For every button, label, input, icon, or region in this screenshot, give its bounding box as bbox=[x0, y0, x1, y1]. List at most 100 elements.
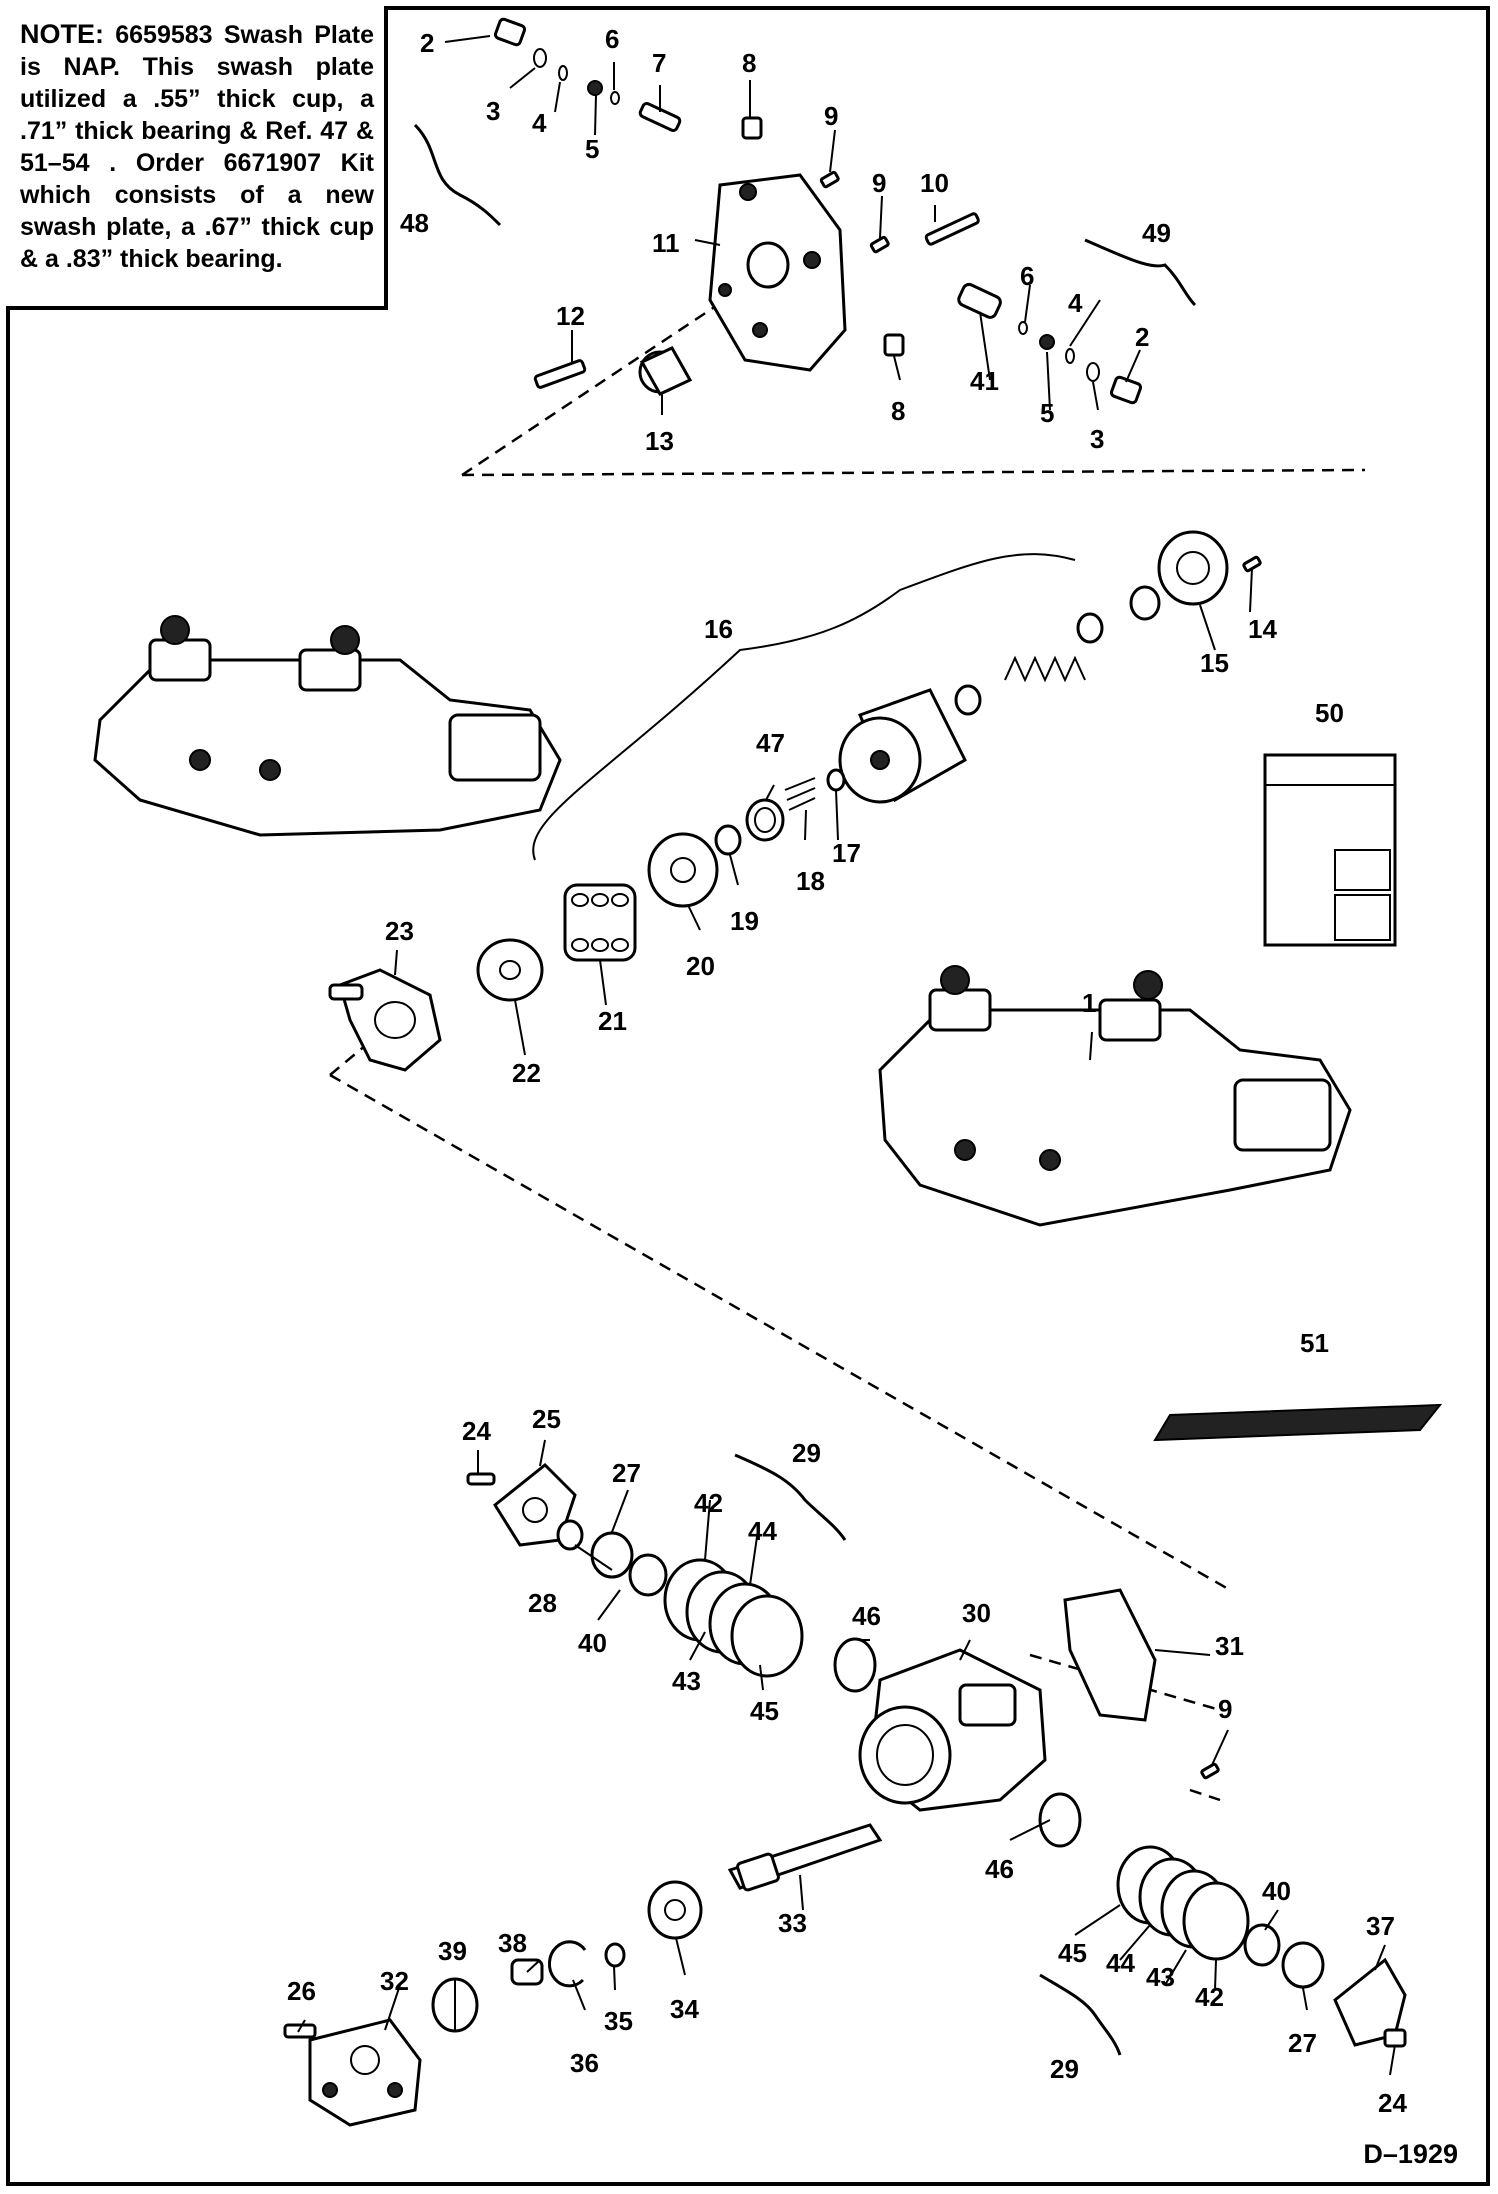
callout-7: 7 bbox=[652, 48, 666, 78]
spring-and-washers bbox=[954, 585, 1161, 716]
callout-24-b: 24 bbox=[1378, 2088, 1407, 2118]
callout-35: 35 bbox=[604, 2006, 633, 2036]
charge-pump-cover bbox=[708, 173, 847, 372]
callout-1: 1 bbox=[1082, 988, 1096, 1018]
callout-49: 49 bbox=[1142, 218, 1171, 248]
gasket bbox=[1063, 1588, 1157, 1722]
callout-21: 21 bbox=[598, 1006, 627, 1036]
callout-43-b: 43 bbox=[1146, 1962, 1175, 1992]
callout-50: 50 bbox=[1315, 698, 1344, 728]
callout-labels: 2 3 4 5 6 7 8 9 9 10 11 12 13 8 41 5 3 2… bbox=[287, 24, 1407, 2118]
callout-44: 44 bbox=[748, 1516, 777, 1546]
group-bracket-29-top bbox=[734, 1453, 847, 1541]
callout-14: 14 bbox=[1248, 614, 1277, 644]
callout-40: 40 bbox=[578, 1628, 607, 1658]
callout-12: 12 bbox=[556, 301, 585, 331]
callout-33: 33 bbox=[778, 1908, 807, 1938]
charge-pump bbox=[283, 2018, 422, 2127]
end-cover-right bbox=[1333, 1957, 1407, 2048]
callout-4-b: 4 bbox=[1068, 288, 1083, 318]
note-label: NOTE: bbox=[20, 19, 104, 49]
pistons bbox=[563, 883, 637, 962]
decal bbox=[1153, 1403, 1443, 1442]
callout-10: 10 bbox=[920, 168, 949, 198]
fittings-top bbox=[533, 116, 980, 396]
callout-23: 23 bbox=[385, 916, 414, 946]
pump-assembly bbox=[878, 965, 1352, 1227]
callout-5: 5 bbox=[585, 134, 599, 164]
end-cover-left bbox=[466, 1462, 577, 1547]
callout-18: 18 bbox=[796, 866, 825, 896]
callout-48: 48 bbox=[400, 208, 429, 238]
callout-19: 19 bbox=[730, 906, 759, 936]
callout-9-b: 9 bbox=[872, 168, 886, 198]
callout-28: 28 bbox=[528, 1588, 557, 1618]
callout-40-b: 40 bbox=[1262, 1876, 1291, 1906]
valve-plate bbox=[1157, 530, 1262, 606]
callout-6: 6 bbox=[605, 24, 619, 54]
callout-9-c: 9 bbox=[1218, 1694, 1232, 1724]
group-bracket-49 bbox=[1084, 238, 1197, 307]
callout-32: 32 bbox=[380, 1966, 409, 1996]
assembly-line-middle bbox=[329, 999, 1231, 1592]
callout-43: 43 bbox=[672, 1666, 701, 1696]
callout-26: 26 bbox=[287, 1976, 316, 2006]
callout-34: 34 bbox=[670, 1994, 699, 2024]
callout-4: 4 bbox=[532, 108, 547, 138]
callout-5-b: 5 bbox=[1040, 398, 1054, 428]
cylinder-block bbox=[838, 688, 967, 804]
gearbox-housing bbox=[858, 1648, 1047, 1812]
callout-11: 11 bbox=[652, 228, 680, 258]
callout-36: 36 bbox=[570, 2048, 599, 2078]
callout-29-b: 29 bbox=[1050, 2054, 1079, 2084]
swash-plate bbox=[328, 968, 442, 1072]
callout-25: 25 bbox=[532, 1404, 561, 1434]
callout-6-b: 6 bbox=[1020, 261, 1034, 291]
group-bracket-29-bottom bbox=[1039, 1973, 1122, 2056]
group-bracket-16 bbox=[532, 553, 1076, 861]
callout-41: 41 bbox=[970, 366, 999, 396]
callout-24: 24 bbox=[462, 1416, 491, 1446]
seals-right bbox=[1243, 1923, 1325, 1989]
note-box: NOTE: 6659583 Swash Plate is NAP. This s… bbox=[6, 6, 388, 310]
brake-discs-right bbox=[1116, 1845, 1250, 1961]
assembly-line-bottom bbox=[1029, 1653, 1221, 1802]
operators-manual bbox=[1263, 753, 1397, 947]
drawing-code: D–1929 bbox=[1363, 2139, 1458, 2169]
callout-39: 39 bbox=[438, 1936, 467, 1966]
brake-discs-left bbox=[663, 1558, 804, 1678]
callout-3: 3 bbox=[486, 96, 500, 126]
ball-bearing bbox=[647, 1880, 703, 1940]
callout-38: 38 bbox=[498, 1928, 527, 1958]
callout-29: 29 bbox=[792, 1438, 821, 1468]
callout-42-b: 42 bbox=[1195, 1982, 1224, 2012]
callout-42: 42 bbox=[694, 1488, 723, 1518]
pump-assembly-view bbox=[93, 615, 562, 837]
callout-46-b: 46 bbox=[985, 1854, 1014, 1884]
assembly-line-top bbox=[461, 288, 1366, 477]
callout-37: 37 bbox=[1366, 1911, 1395, 1941]
callout-22: 22 bbox=[512, 1058, 541, 1088]
callout-45-b: 45 bbox=[1058, 1938, 1087, 1968]
group-bracket-48 bbox=[413, 123, 502, 227]
callout-31: 31 bbox=[1215, 1631, 1244, 1661]
relief-valve-left bbox=[493, 17, 682, 132]
callout-13: 13 bbox=[645, 426, 674, 456]
callout-20: 20 bbox=[686, 951, 715, 981]
callout-45: 45 bbox=[750, 1696, 779, 1726]
callout-27-b: 27 bbox=[1288, 2028, 1317, 2058]
callout-16: 16 bbox=[704, 614, 733, 644]
bearing-parts-middle bbox=[647, 768, 846, 908]
callout-3-b: 3 bbox=[1090, 424, 1104, 454]
tapered-bearings bbox=[833, 1637, 1220, 1848]
callout-8: 8 bbox=[742, 48, 756, 78]
callout-2-b: 2 bbox=[1135, 322, 1149, 352]
leader-lines bbox=[297, 35, 1396, 2076]
callout-15: 15 bbox=[1200, 648, 1229, 678]
callout-44-b: 44 bbox=[1106, 1948, 1135, 1978]
callout-27: 27 bbox=[612, 1458, 641, 1488]
thrust-plate bbox=[476, 938, 544, 1002]
seals-left bbox=[556, 1519, 668, 1597]
relief-valve-right bbox=[957, 282, 1143, 405]
callout-47: 47 bbox=[756, 728, 785, 758]
